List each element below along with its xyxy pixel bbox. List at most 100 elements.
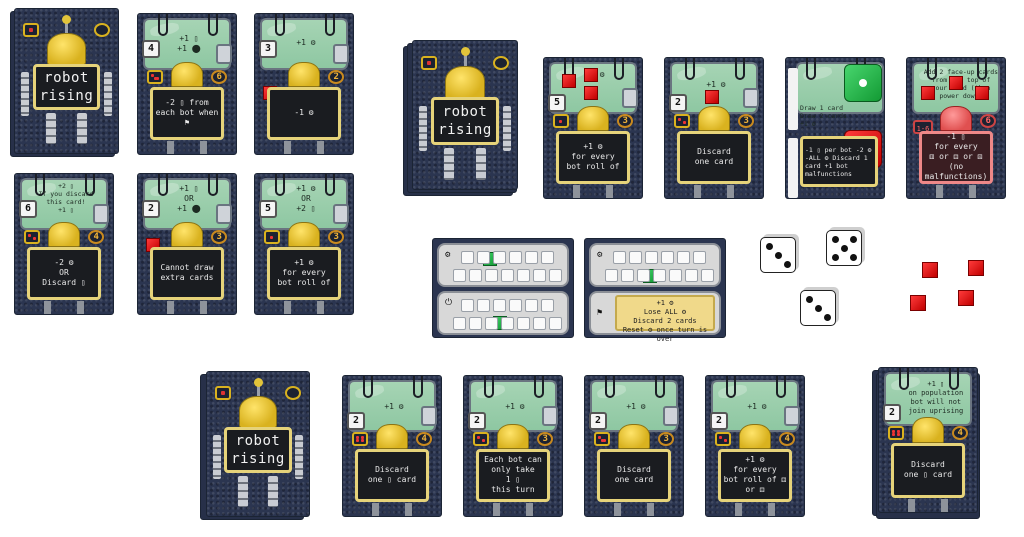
track-slot[interactable] <box>517 317 530 330</box>
card-effect-text: -2 ⚙ OR Discard ▯ <box>26 246 102 300</box>
track-slot[interactable] <box>701 269 714 282</box>
track-slot[interactable] <box>549 269 562 282</box>
robot-card[interactable]: 4 +1 ▯ +1 ⬤ 6 -2 ▯ from each bot when ⚑ <box>137 13 237 155</box>
track-slot[interactable] <box>517 269 530 282</box>
card-back-title: robot rising <box>224 426 292 473</box>
robot-card[interactable]: 2 +1 ⚙ 3 Discard one card <box>664 57 764 199</box>
track-slot[interactable] <box>621 269 634 282</box>
robot-card[interactable]: 6 +2 ▯ If you discard this card! +1 ▯ 4 … <box>14 173 114 315</box>
power-badge: 4 <box>952 425 969 440</box>
track-slot[interactable] <box>541 299 554 312</box>
robot-card[interactable]: 2 +1 ⚙ 4 +1 ⚙ for every bot roll of ⚃ or… <box>705 375 805 517</box>
green-die <box>844 64 882 102</box>
robot-head <box>171 61 203 87</box>
robot-card[interactable]: 3 +1 ⚙ 2 -1 ⚙ <box>254 13 354 155</box>
robot-head <box>288 61 320 87</box>
track-slot[interactable] <box>629 251 642 264</box>
track-slot[interactable] <box>637 269 650 282</box>
resource-tracker-board[interactable]: ⚙ ⏻ X ⚑ <box>432 238 574 338</box>
red-cube[interactable] <box>958 290 974 306</box>
track-slot[interactable] <box>685 269 698 282</box>
track-slot[interactable] <box>477 299 490 312</box>
dice-icon <box>263 230 280 244</box>
gear-icon: ⚙ <box>445 250 451 260</box>
track-slot[interactable] <box>533 317 546 330</box>
track-slot[interactable] <box>453 269 466 282</box>
robot-card[interactable]: 5 +1 ⚙ OR +2 ▯ 3 +1 ⚙ for every bot roll… <box>254 173 354 315</box>
track-slot[interactable] <box>485 317 498 330</box>
power-badge: 6 <box>211 70 228 84</box>
track-slot[interactable] <box>469 269 482 282</box>
track-slot[interactable] <box>645 251 658 264</box>
track-slot[interactable] <box>453 317 466 330</box>
track-slot[interactable] <box>677 251 690 264</box>
track-slot[interactable] <box>653 269 666 282</box>
card-top-text: +1 ▯ OR +1 ⬤ <box>177 184 201 213</box>
track-slot[interactable] <box>461 251 474 264</box>
power-badge: 3 <box>738 114 755 128</box>
rules-card[interactable]: Draw 1 card Draw 2 cards +1 ⚙ -1 ▯ per b… <box>785 57 885 199</box>
card-top-text: +1 ⚙ <box>296 38 316 47</box>
dice-column-icon <box>788 68 798 130</box>
robot-card[interactable]: 2 +1 ▯ on population bot will not join u… <box>878 367 978 513</box>
robot-head <box>46 33 87 66</box>
track-slot[interactable] <box>661 251 674 264</box>
robot-leg <box>77 112 88 145</box>
track-slot[interactable] <box>477 251 490 264</box>
card-top-text: Draw 1 card Draw 2 cards +1 ⚙ <box>800 104 847 128</box>
robot-card[interactable]: 2 +1 ⚙ 4 Discard one ▯ card <box>342 375 442 517</box>
track-slot[interactable] <box>613 251 626 264</box>
die-three[interactable] <box>800 290 836 326</box>
die-five[interactable] <box>826 230 862 266</box>
red-cube-icon <box>584 86 598 100</box>
track-slot[interactable] <box>605 269 618 282</box>
card-side-icon <box>622 88 638 108</box>
card-side-icon <box>542 406 558 426</box>
track-slot[interactable] <box>501 317 514 330</box>
robot-card[interactable]: 2 +1 ▯ OR +1 ⬤ 3 Cannot draw extra cards <box>137 173 237 315</box>
dice-icon <box>673 114 690 128</box>
robot-card[interactable]: 2 +1 ⚙ 3 Each bot can only take 1 ▯ this… <box>463 375 563 517</box>
track-slot[interactable] <box>693 251 706 264</box>
track-slot[interactable] <box>493 251 506 264</box>
power-tracker-board[interactable]: ⚙ ⚑ +1 ⚙ Lose ALL ⚙ Discard 2 cards Rese… <box>584 238 726 343</box>
track-slot[interactable] <box>541 251 554 264</box>
dice-icon <box>23 230 40 244</box>
track-slot[interactable] <box>509 299 522 312</box>
red-cube-icon <box>949 76 963 90</box>
dice-icon <box>146 70 163 84</box>
die-three[interactable] <box>760 237 796 273</box>
robot-card[interactable]: 5 +2 ⚙ 3 +1 ⚙ for every bot roll of <box>543 57 643 199</box>
track-slot[interactable] <box>501 269 514 282</box>
red-cube-icon <box>584 68 598 82</box>
red-cube[interactable] <box>968 260 984 276</box>
card-back-deck-2[interactable]: robot rising <box>412 40 518 190</box>
track-slot[interactable] <box>485 269 498 282</box>
card-top-text: +1 ▯ on population bot will not join upr… <box>908 380 964 415</box>
card-effect-text: Discard one card <box>596 448 672 502</box>
card-back-deck-3[interactable]: robot rising <box>206 371 310 517</box>
robot-card[interactable]: 2 +1 ⚙ 3 Discard one card <box>584 375 684 517</box>
card-side-icon <box>743 88 759 108</box>
card-effect-text: Each bot can only take 1 ▯ this turn <box>475 448 551 502</box>
power-badge: 4 <box>88 230 105 244</box>
power-badge: 3 <box>658 432 675 446</box>
track-slot[interactable] <box>533 269 546 282</box>
track-slot[interactable] <box>469 317 482 330</box>
track-slot[interactable] <box>525 251 538 264</box>
card-back-deck-1[interactable]: robot rising <box>14 8 119 154</box>
track-slot[interactable] <box>549 317 562 330</box>
track-slot[interactable] <box>509 251 522 264</box>
ear-left <box>23 23 40 38</box>
dice-icon <box>351 432 368 446</box>
track-slot[interactable] <box>525 299 538 312</box>
card-top-text: +1 ⚙ OR +2 ▯ <box>296 184 316 213</box>
track-slot[interactable] <box>669 269 682 282</box>
red-cube[interactable] <box>910 295 926 311</box>
track-slot[interactable] <box>461 299 474 312</box>
card-effect-text: -1 ⚙ <box>266 86 342 140</box>
red-cube[interactable] <box>922 262 938 278</box>
card-number: 2 <box>589 412 607 430</box>
robot-card[interactable]: Add 2 face-up cards from the top of your… <box>906 57 1006 199</box>
track-slot[interactable] <box>493 299 506 312</box>
